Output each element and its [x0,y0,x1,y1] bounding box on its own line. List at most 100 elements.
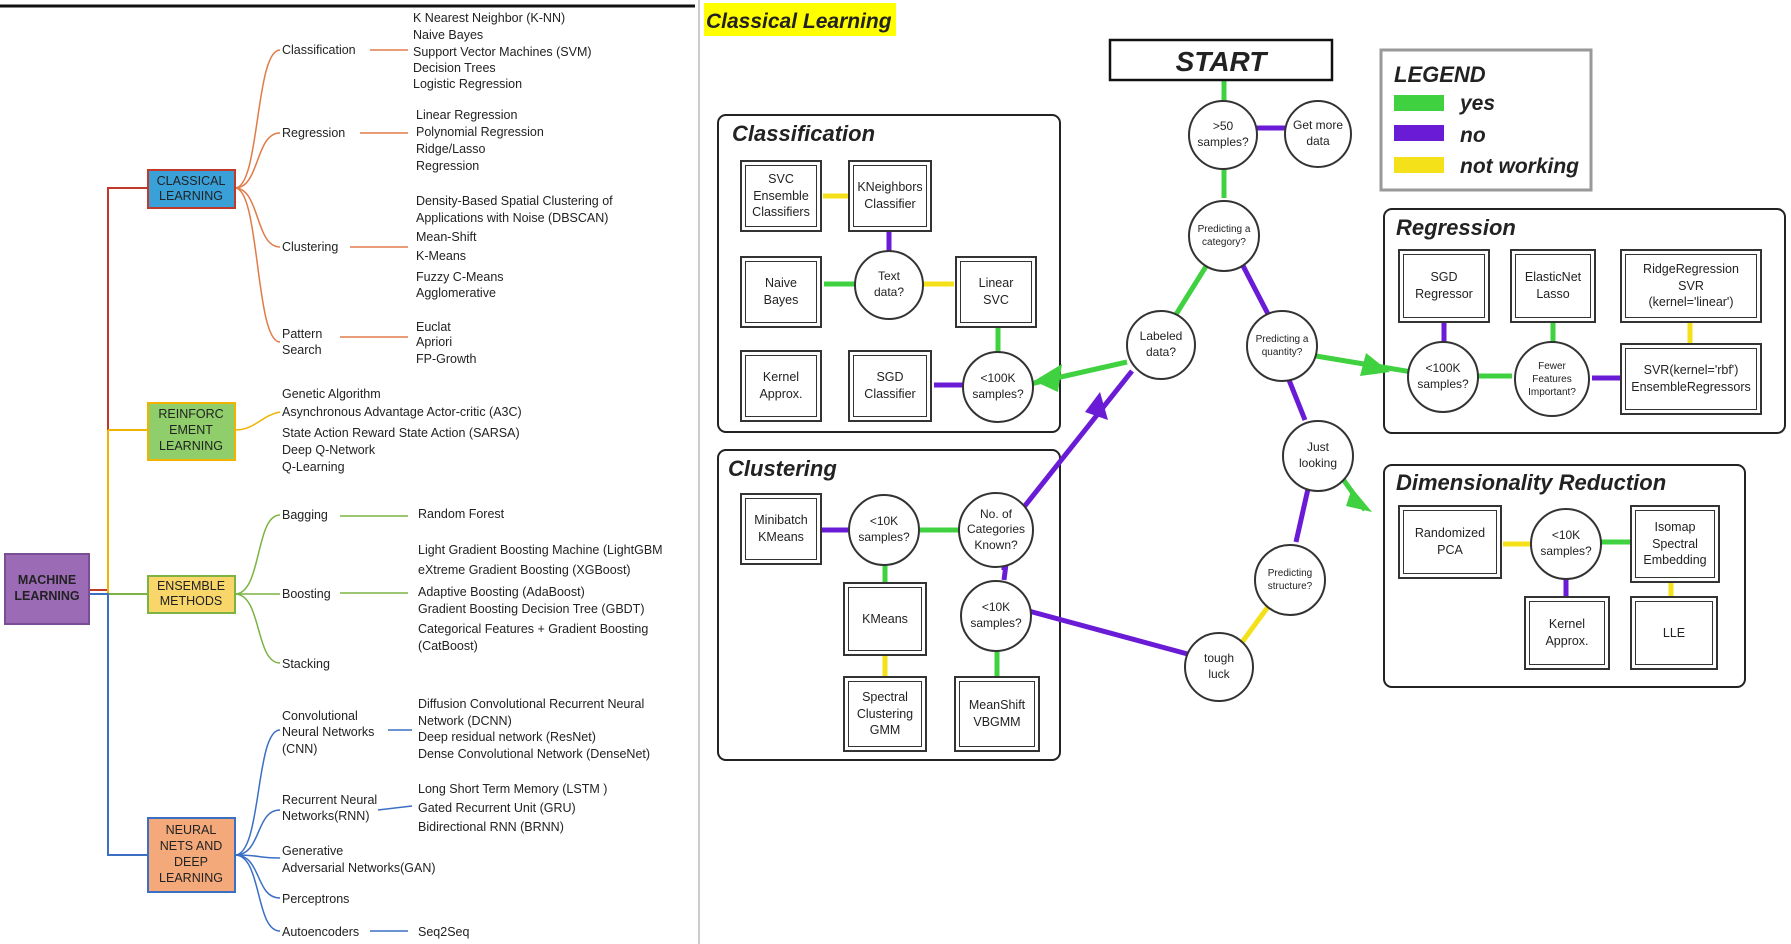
legend-not-working: not working [1460,155,1579,178]
svg-text:K Nearest Neighbor (K-NN): K Nearest Neighbor (K-NN) [413,11,565,25]
estimator-spectral-gmm: Spectral Clustering GMM [843,676,927,752]
estimator-isomap: Isomap Spectral Embedding [1630,505,1720,583]
pattern-items: Euclat Apriori FP-Growth [416,320,476,366]
svg-text:Regression: Regression [416,159,479,173]
reinforcement-node [147,402,236,461]
svg-text:Mean-Shift: Mean-Shift [416,230,477,244]
svg-text:Density-Based Spatial Clusteri: Density-Based Spatial Clustering of [416,194,613,208]
estimator-svr-rbf: SVR(kernel='rbf') EnsembleRegressors [1620,343,1762,415]
svg-text:Apriori: Apriori [416,335,452,349]
svg-text:Applications with Noise (DBSCA: Applications with Noise (DBSCAN) [416,211,608,225]
decision-reg-100k: <100K samples? [1407,341,1479,413]
cnn-items: Diffusion Convolutional Recurrent Neural… [418,697,650,761]
clustering-items: Density-Based Spatial Clustering of Appl… [416,194,613,300]
svg-text:Categorical Features + Gradien: Categorical Features + Gradient Boosting [418,622,648,636]
decision-just-looking: Just looking [1282,420,1354,492]
svg-text:Polynomial Regression: Polynomial Regression [416,125,544,139]
svg-text:Deep Q-Network: Deep Q-Network [282,443,376,457]
estimator-kneighbors: KNeighbors Classifier [848,160,932,232]
decision-labeled: Labeled data? [1126,310,1196,380]
legend-yes: yes [1459,92,1495,115]
seq2seq-label: Seq2Seq [418,925,469,939]
root-node [4,553,90,625]
estimator-minibatch: Minibatch KMeans [740,493,822,565]
decision-tough-luck: tough luck [1184,632,1254,702]
svg-text:Decision Trees: Decision Trees [413,61,496,75]
decision-num-categories: No. of Categories Known? [958,492,1034,568]
estimator-sgd-regressor: SGD Regressor [1398,249,1490,323]
svg-text:Gradient Boosting Decision Tre: Gradient Boosting Decision Tree (GBDT) [418,602,644,616]
section-regression: Regression [1396,215,1516,240]
estimator-randomized-pca: Randomized PCA [1398,505,1502,579]
boosting-items: Light Gradient Boosting Machine (LightGB… [418,543,663,653]
ensemble-node [147,575,236,614]
regression-label: Regression [282,126,345,140]
svg-text:Adaptive Boosting (AdaBoost): Adaptive Boosting (AdaBoost) [418,585,585,599]
header-title: Classical Learning [706,10,892,33]
estimator-ridge: RidgeRegression SVR (kernel='linear') [1620,249,1762,323]
decision-quantity: Predicting a quantity? [1246,310,1318,382]
svg-text:eXtreme Gradient Boosting (XGB: eXtreme Gradient Boosting (XGBoost) [418,563,631,577]
svg-text:Linear Regression: Linear Regression [416,108,517,122]
start-box [1108,38,1334,82]
neural-node [147,817,236,893]
decision-clus-10k-b: <10K samples? [960,580,1032,652]
estimator-svc-ensemble: SVC Ensemble Classifiers [740,160,822,232]
estimator-linear-svc: Linear SVC [955,256,1037,328]
section-dimensionality: Dimensionality Reduction [1396,470,1666,495]
estimator-kernel-approx-c: Kernel Approx. [740,350,822,422]
svg-text:Deep residual network (ResNet): Deep residual network (ResNet) [418,730,596,744]
svg-text:Agglomerative: Agglomerative [416,286,496,300]
decision-structure: Predicting structure? [1254,544,1326,616]
boosting-label: Boosting [282,587,331,601]
svg-text:Asynchronous Advantage Actor-c: Asynchronous Advantage Actor-critic (A3C… [282,405,522,419]
legend-box [1379,48,1593,192]
autoencoders-label: Autoencoders [282,925,359,939]
estimator-naive-bayes: Naive Bayes [740,256,822,328]
estimator-lle: LLE [1630,596,1718,670]
svg-text:Long Short Term Memory (LSTM ): Long Short Term Memory (LSTM ) [418,782,607,796]
estimator-kernel-approx-d: Kernel Approx. [1524,596,1610,670]
legend-title: LEGEND [1394,62,1486,87]
svg-text:Light Gradient Boosting Machin: Light Gradient Boosting Machine (LightGB… [418,543,663,557]
classification-label: Classification [282,43,356,57]
svg-text:Naive Bayes: Naive Bayes [413,28,483,42]
reinforcement-items: Genetic Algorithm Asynchronous Advantage… [282,387,522,474]
decision-class-100k: <100K samples? [962,351,1034,423]
estimator-kmeans: KMeans [843,582,927,656]
svg-text:Random Forest: Random Forest [418,507,505,521]
decision-dim-10k: <10K samples? [1530,508,1602,580]
svg-text:Q-Learning: Q-Learning [282,460,345,474]
decision-more-data: Get more data [1284,100,1352,168]
start-label: START [1176,46,1270,77]
perceptrons-label: Perceptrons [282,892,349,906]
svg-text:Support Vector Machines (SVM): Support Vector Machines (SVM) [413,45,592,59]
stacking-label: Stacking [282,657,330,671]
decision-samples50: >50 samples? [1188,100,1258,170]
rnn-items: Long Short Term Memory (LSTM ) Gated Rec… [418,782,607,834]
decision-text-data: Text data? [854,250,924,320]
regression-items: Linear Regression Polynomial Regression … [416,108,544,173]
classical-node [147,169,236,209]
svg-text:FP-Growth: FP-Growth [416,352,476,366]
estimator-elasticnet: ElasticNet Lasso [1510,249,1596,323]
svg-text:Dense Convolutional Network (D: Dense Convolutional Network (DenseNet) [418,747,650,761]
clustering-label: Clustering [282,240,338,254]
svg-text:Ridge/Lasso: Ridge/Lasso [416,142,486,156]
svg-text:Gated Recurrent Unit (GRU): Gated Recurrent Unit (GRU) [418,801,576,815]
header-highlight [704,3,896,36]
svg-text:K-Means: K-Means [416,249,466,263]
legend-no: no [1460,124,1486,147]
estimator-meanshift: MeanShift VBGMM [954,676,1040,752]
svg-text:Network (DCNN): Network (DCNN) [418,714,512,728]
bagging-items: Random Forest [418,507,505,521]
svg-text:State Action Reward State Acti: State Action Reward State Action (SARSA) [282,426,520,440]
